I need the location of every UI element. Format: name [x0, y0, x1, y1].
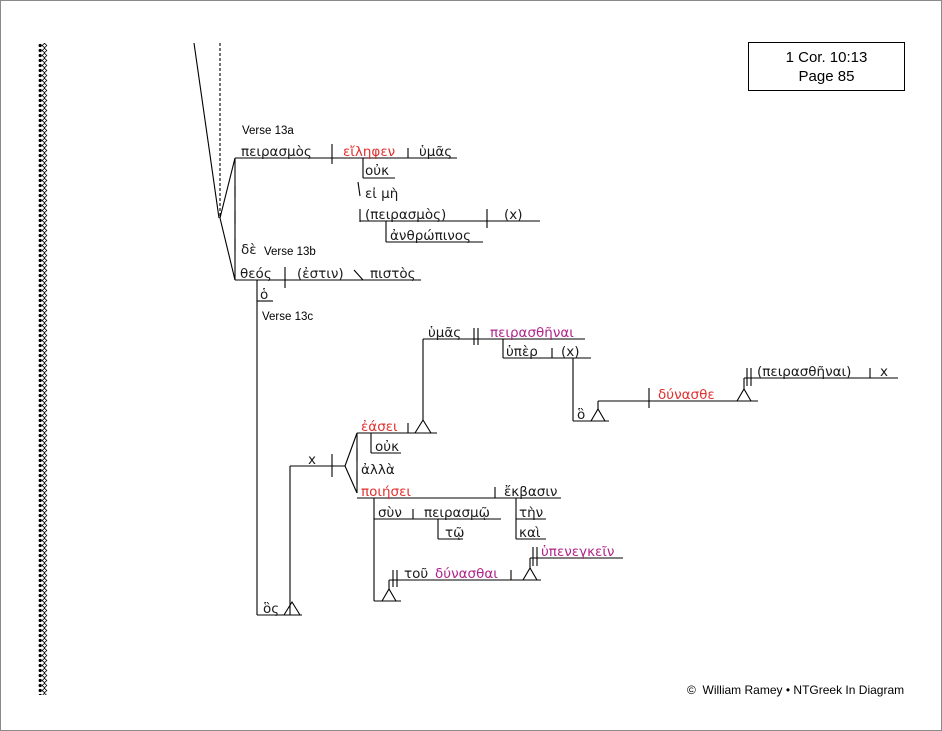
- word-poiesei: ποιήσει: [361, 484, 411, 500]
- word-peirasmos-implied: (πειρασμὸς): [365, 207, 446, 223]
- binding-edge: [38, 43, 49, 695]
- word-humas-13a: ὑμᾶς: [419, 144, 452, 160]
- clause-13b: θεός (ἐστιν) πιστὸς ὁ: [235, 266, 421, 615]
- word-to: τῷ: [445, 525, 464, 541]
- page-number: Page 85: [798, 68, 855, 85]
- clause-dunasthe: ὃ δύνασθε (πειρασθῆναι) x: [573, 364, 898, 423]
- word-peirasmos: πειρασμὸς: [241, 144, 312, 160]
- word-theos: θεός: [240, 266, 272, 282]
- word-ouk-13c: οὐκ: [375, 439, 399, 455]
- footer-separator: •: [785, 683, 791, 697]
- word-huper: ὑπὲρ: [506, 344, 538, 360]
- word-hos: ὃς: [263, 601, 279, 617]
- word-pistos: πιστὸς: [370, 266, 416, 282]
- infinitive-dunasthai: τοῦ δύνασθαι ὑπενεγκεῖν: [374, 544, 623, 602]
- word-hupenegkein: ὑπενεγκεῖν: [541, 544, 614, 560]
- clause-13a: πειρασμὸς εἴληφεν ὑμᾶς οὐκ εἰ μὴ (πειρασ…: [235, 144, 540, 244]
- clause-poiesei: ποιήσει ἔκβασιν σὺν πειρασμῷ τῷ τὴν καὶ: [357, 484, 561, 601]
- word-x-paren-13c: (x): [561, 344, 580, 360]
- word-estin-implied: (ἐστιν): [297, 266, 344, 282]
- word-eilephen: εἴληφεν: [343, 144, 395, 160]
- word-ho-article: ὁ: [260, 287, 268, 303]
- word-x-object: x: [880, 364, 888, 380]
- word-ten: τὴν: [519, 505, 543, 521]
- clause-easei: ἐάσει οὐκ ἀλλὰ: [357, 339, 437, 478]
- verse-label-13b: Verse 13b: [264, 246, 316, 258]
- word-anthropinos: ἀνθρώπινος: [390, 228, 471, 244]
- relative-clause-13c: ὃς x: [257, 432, 358, 617]
- word-peirasthenai: πειρασθῆναι: [490, 325, 574, 341]
- word-peirasmo: πειρασμῷ: [424, 505, 490, 521]
- word-sun: σὺν: [378, 505, 402, 521]
- word-ouk-13a: οὐκ: [365, 163, 389, 179]
- footer-credit: © William Ramey • NTGreek In Diagram: [687, 683, 904, 697]
- top-connectors: [193, 42, 236, 281]
- word-ekbasin: ἔκβασιν: [504, 484, 557, 500]
- word-dunasthe: δύνασθε: [658, 387, 715, 403]
- word-alla: ἀλλὰ: [361, 462, 395, 478]
- site-name: NTGreek In Diagram: [793, 683, 905, 697]
- copyright-symbol: ©: [687, 683, 696, 697]
- word-de: δὲ: [241, 242, 257, 258]
- verse-label-13a: Verse 13a: [242, 125, 294, 137]
- word-x-subject: x: [308, 452, 316, 468]
- verse-label-13c: Verse 13c: [262, 311, 313, 323]
- author-name: William Ramey: [702, 683, 783, 697]
- word-peirasthenai-implied: (πειρασθῆναι): [757, 364, 851, 380]
- word-humas-13c: ὑμᾶς: [428, 325, 461, 341]
- word-kai: καὶ: [519, 525, 541, 541]
- word-tou: τοῦ: [404, 566, 428, 582]
- word-ei-me: εἰ μὴ: [365, 186, 398, 202]
- word-easei: ἐάσει: [361, 419, 398, 435]
- infinitive-peirasthenai: ὑμᾶς πειρασθῆναι ὑπὲρ (x): [423, 325, 591, 421]
- word-ho-relative: ὃ: [577, 407, 585, 423]
- word-x-13a: (x): [504, 207, 523, 223]
- passage-reference: 1 Cor. 10:13: [785, 49, 868, 66]
- reference-box: 1 Cor. 10:13 Page 85: [748, 42, 905, 91]
- word-dunasthai: δύνασθαι: [435, 566, 498, 582]
